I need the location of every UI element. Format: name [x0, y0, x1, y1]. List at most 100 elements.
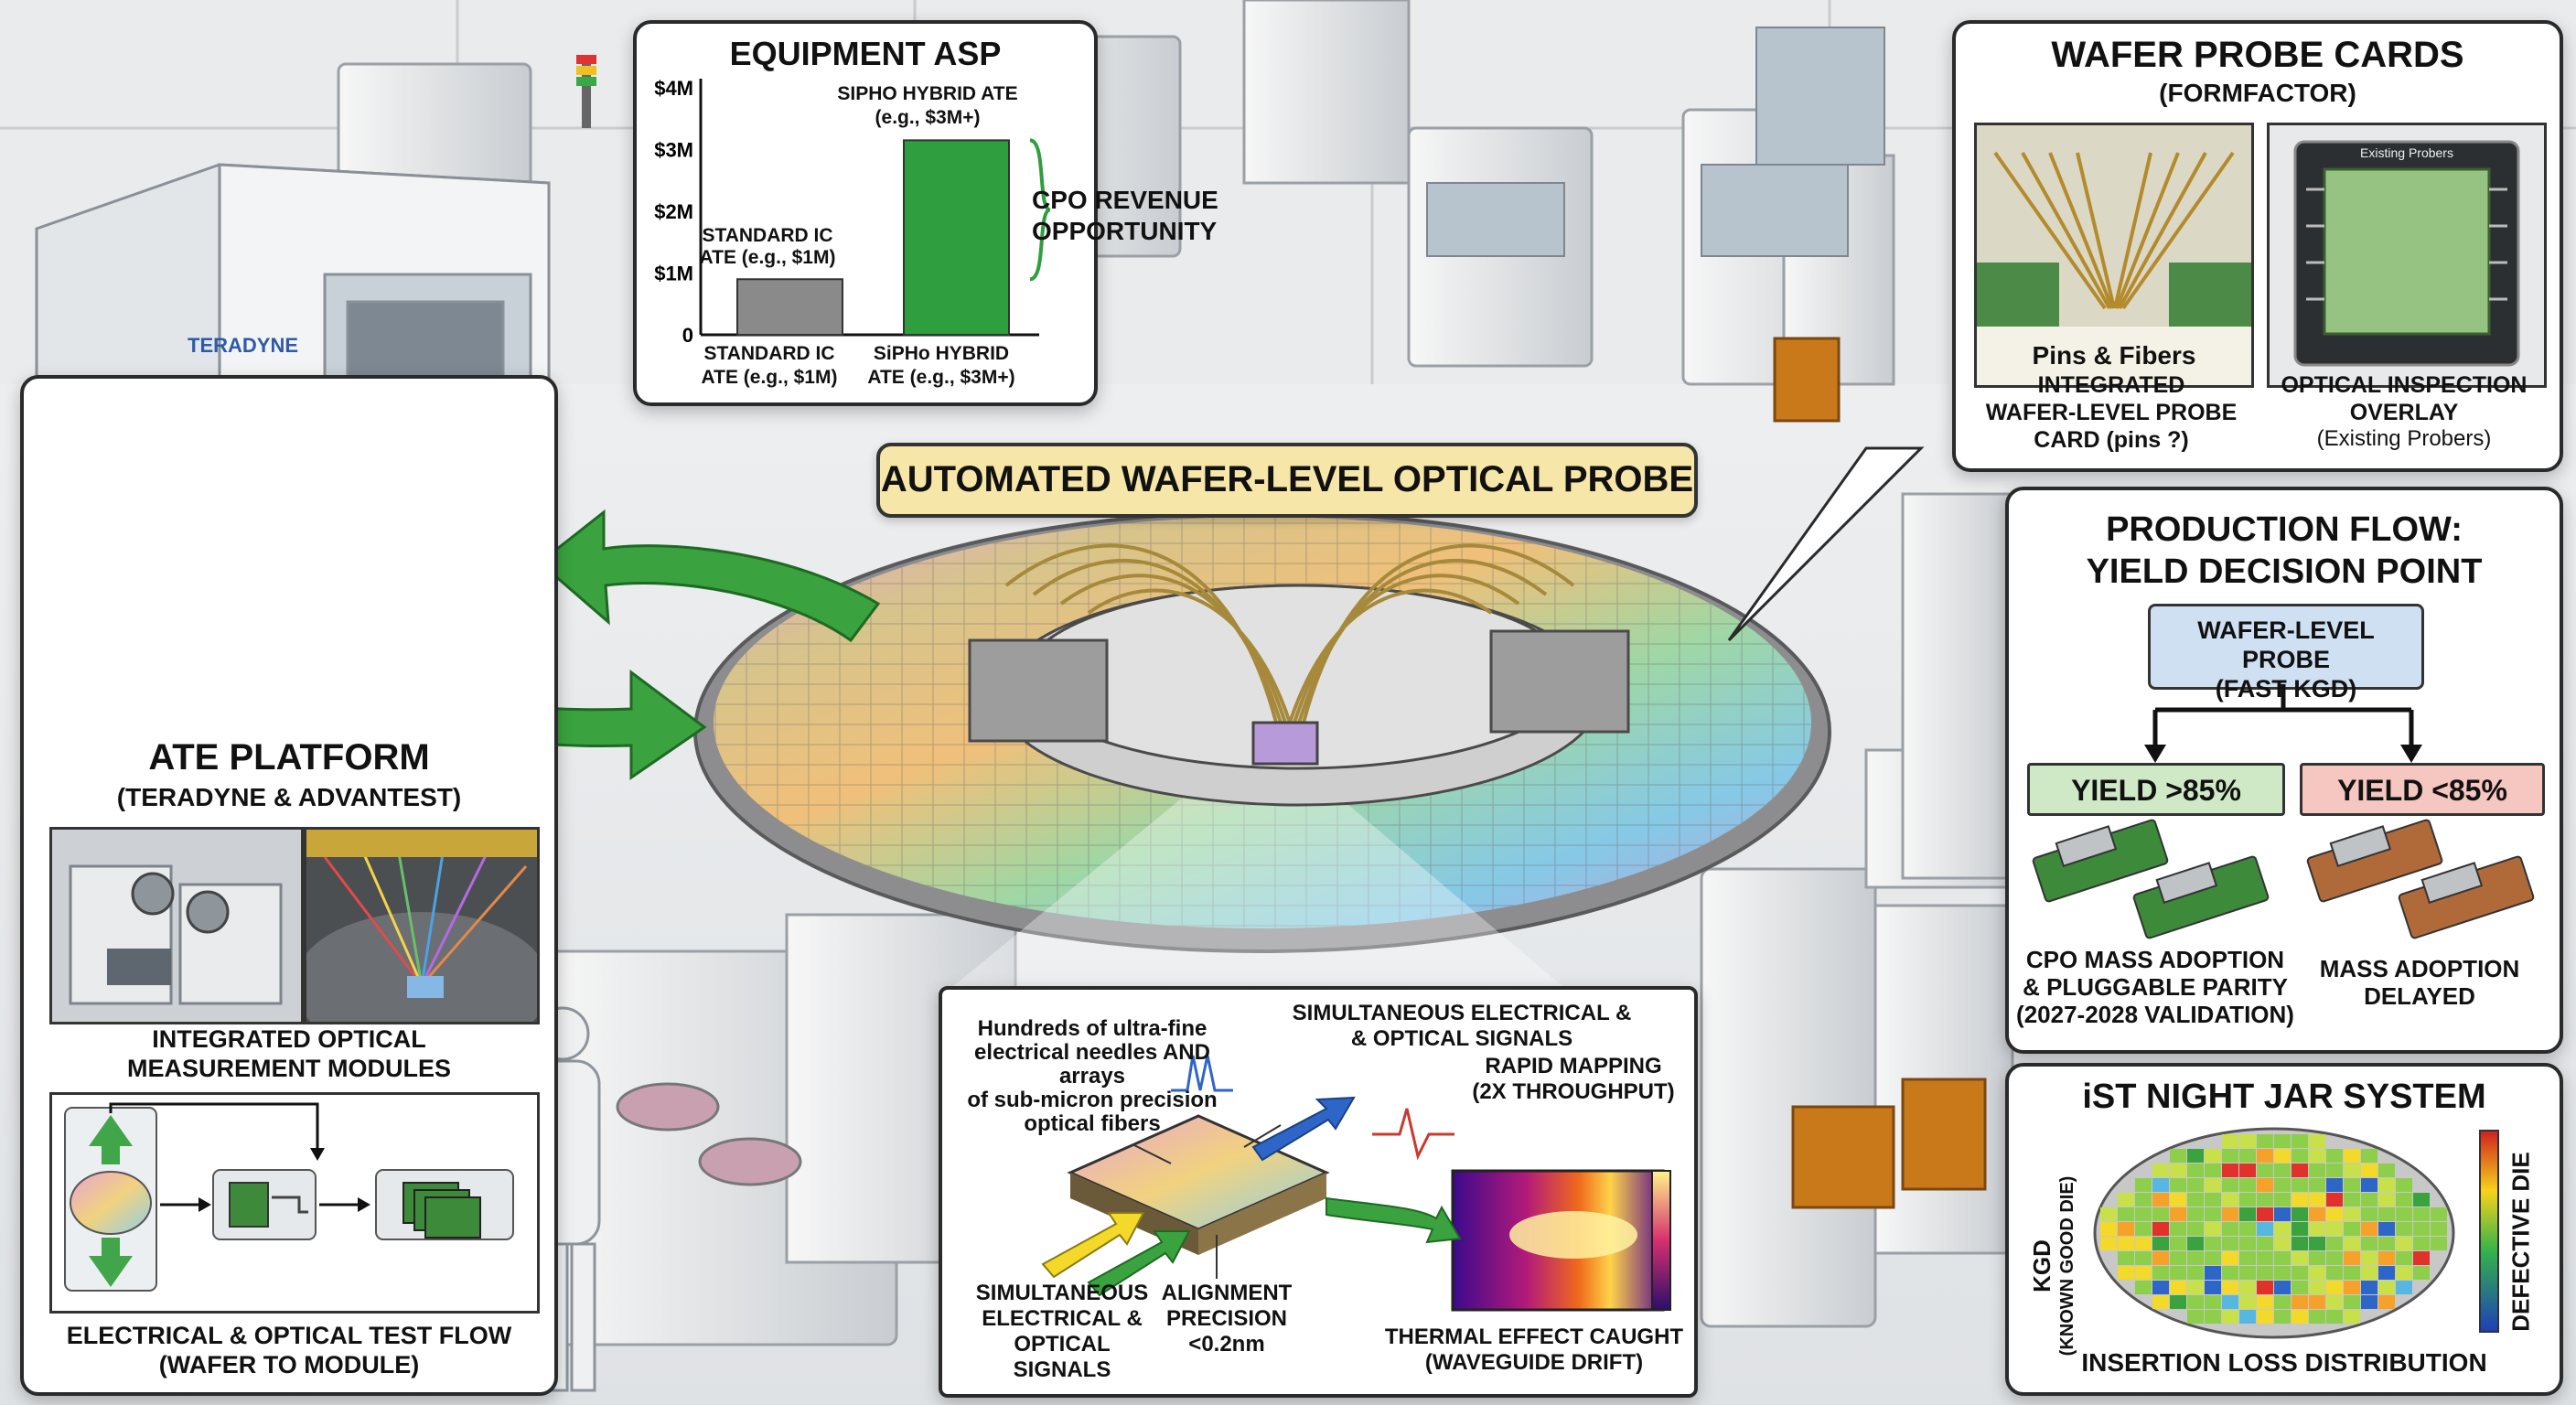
nj-die-cell: [2274, 1164, 2291, 1177]
nj-die-cell: [2378, 1164, 2395, 1177]
nj-die-cell: [2361, 1266, 2377, 1280]
nj-die-cell: [2257, 1310, 2273, 1324]
rapid-mapping-text: RAPID MAPPING (2X THROUGHPUT): [1472, 1054, 1675, 1104]
nj-die-cell: [2187, 1281, 2204, 1294]
nj-die-cell: [2152, 1237, 2169, 1250]
nj-die-cell: [2152, 1193, 2169, 1207]
thermal-text: THERMAL EFFECT CAUGHT (WAVEGUIDE DRIFT): [1384, 1325, 1684, 1375]
night-jar-panel: iST NIGHT JAR SYSTEM KGD (KNOWN GOOD DIE…: [2005, 1063, 2563, 1396]
nj-die-cell: [2396, 1266, 2412, 1280]
nj-die-cell: [2205, 1149, 2221, 1163]
nj-die-cell: [2361, 1178, 2377, 1192]
nj-die-cell: [2274, 1134, 2291, 1148]
nj-die-cell: [2326, 1207, 2343, 1221]
test-flow-caption: ELECTRICAL & OPTICAL TEST FLOW (WAFER TO…: [66, 1322, 512, 1378]
nj-die-cell: [2378, 1266, 2395, 1280]
nj-die-cell: [2170, 1178, 2186, 1192]
nj-die-cell: [2431, 1237, 2447, 1250]
nj-die-cell: [2222, 1222, 2238, 1236]
nj-die-cell: [2378, 1207, 2395, 1221]
nj-die-cell: [2100, 1237, 2117, 1250]
nj-die-cell: [2187, 1295, 2204, 1309]
nj-die-cell: [2135, 1207, 2152, 1221]
nj-die-cell: [2292, 1193, 2308, 1207]
nj-die-cell: [2274, 1310, 2291, 1324]
nj-die-cell: [2135, 1193, 2152, 1207]
nj-die-cell: [2152, 1178, 2169, 1192]
y-tick-label: $4M: [654, 77, 693, 100]
nj-die-cell: [2274, 1149, 2291, 1163]
nj-die-cell: [2309, 1237, 2325, 1250]
nj-die-cell: [2292, 1295, 2308, 1309]
nj-die-cell: [2222, 1207, 2238, 1221]
probe-card-image: Pins & Fibers: [1974, 123, 2254, 388]
simultaneous-bottom-text: SIMULTANEOUS ELECTRICAL & OPTICAL SIGNAL…: [975, 1281, 1149, 1382]
wafer-level-probe-text: WAFER-LEVEL PROBE (FAST KGD): [2197, 617, 2375, 702]
nj-die-cell: [2378, 1237, 2395, 1250]
nj-die-cell: [2135, 1237, 2152, 1250]
nj-die-cell: [2257, 1207, 2273, 1221]
nj-die-cell: [2292, 1164, 2308, 1177]
ate-photo-1: [49, 827, 304, 1024]
nj-die-cell: [2274, 1193, 2291, 1207]
nj-die-cell: [2239, 1295, 2256, 1309]
nj-die-cell: [2100, 1207, 2117, 1221]
nj-die-cell: [2257, 1193, 2273, 1207]
nj-die-cell: [2309, 1178, 2325, 1192]
nj-die-cell: [2274, 1251, 2291, 1265]
nj-die-cell: [2326, 1295, 2343, 1309]
nj-die-cell: [2361, 1193, 2377, 1207]
insertion-loss-map: [2093, 1127, 2499, 1339]
nj-die-cell: [2344, 1237, 2360, 1250]
nj-die-cell: [2257, 1295, 2273, 1309]
nj-die-cell: [2170, 1237, 2186, 1250]
nj-die-cell: [2205, 1281, 2221, 1294]
nj-die-cell: [2222, 1164, 2238, 1177]
y-tick-label: $3M: [654, 139, 693, 162]
nj-die-cell: [2257, 1222, 2273, 1236]
nj-die-cell: [2309, 1281, 2325, 1294]
nj-die-cell: [2396, 1207, 2412, 1221]
x-label-2: SiPHo HYBRID ATE (e.g., $3M+): [867, 343, 1015, 388]
nj-die-cell: [2292, 1310, 2308, 1324]
y-tick-label: $2M: [654, 200, 693, 223]
equipment-asp-title: EQUIPMENT ASP: [729, 35, 1002, 72]
equipment-asp-panel: EQUIPMENT ASP 0$1M$2M$3M$4M STANDARD IC …: [633, 20, 1098, 406]
nj-die-cell: [2135, 1251, 2152, 1265]
probe-cards-title: WAFER PROBE CARDS: [2051, 35, 2464, 75]
nj-die-cell: [2239, 1237, 2256, 1250]
nj-die-cell: [2187, 1193, 2204, 1207]
nj-die-cell: [2205, 1207, 2221, 1221]
nj-die-cell: [2118, 1222, 2134, 1236]
nj-die-cell: [2292, 1251, 2308, 1265]
nj-die-cell: [2344, 1295, 2360, 1309]
nj-die-cell: [2309, 1164, 2325, 1177]
nj-die-cell: [2222, 1237, 2238, 1250]
nj-die-cell: [2309, 1134, 2325, 1148]
nj-die-cell: [2413, 1207, 2430, 1221]
nj-die-cell: [2344, 1281, 2360, 1294]
yield-low-text: YIELD <85%: [2337, 774, 2507, 807]
nj-die-cell: [2187, 1178, 2204, 1192]
test-flow-box: [49, 1092, 540, 1314]
center-banner-text: AUTOMATED WAFER-LEVEL OPTICAL PROBE: [880, 459, 1694, 499]
nj-die-cell: [2396, 1193, 2412, 1207]
outcome-low-text: MASS ADOPTION DELAYED: [2319, 955, 2520, 1010]
nj-die-cell: [2344, 1164, 2360, 1177]
nj-die-cell: [2274, 1207, 2291, 1221]
nj-die-cell: [2309, 1207, 2325, 1221]
nj-die-cell: [2326, 1251, 2343, 1265]
nj-die-cell: [2396, 1237, 2412, 1250]
nj-die-cell: [2309, 1310, 2325, 1324]
nj-die-cell: [2309, 1266, 2325, 1280]
yield-low-box: YIELD <85%: [2300, 763, 2545, 816]
probe-cards-subtitle: (FORMFACTOR): [2159, 79, 2356, 107]
nj-die-cell: [2152, 1222, 2169, 1236]
bar2-top-label: SIPHO HYBRID ATE (e.g., $3M+): [837, 83, 1018, 128]
nj-die-cell: [2292, 1237, 2308, 1250]
night-jar-title: iST NIGHT JAR SYSTEM: [2082, 1078, 2486, 1116]
nj-die-cell: [2118, 1193, 2134, 1207]
nj-die-cell: [2135, 1222, 2152, 1236]
nj-die-cell: [2274, 1295, 2291, 1309]
nj-die-cell: [2292, 1222, 2308, 1236]
